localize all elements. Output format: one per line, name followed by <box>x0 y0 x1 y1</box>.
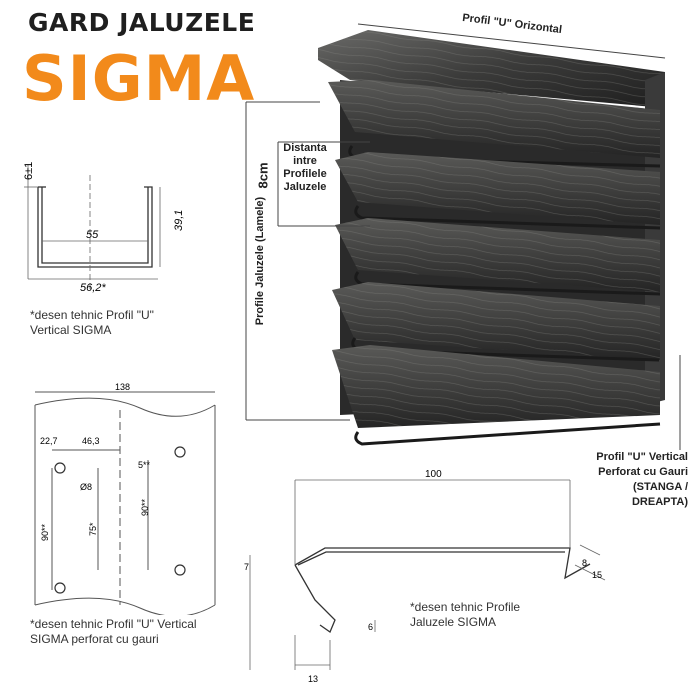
title-line-1: GARD JALUZELE <box>28 8 256 37</box>
svg-text:46,3: 46,3 <box>82 436 100 446</box>
distance-label: Distanta intre Profilele Jaluzele <box>283 142 327 193</box>
distance-value: 8cm <box>255 162 271 189</box>
caption-slat: *desen tehnic Profile Jaluzele SIGMA <box>410 600 521 629</box>
svg-text:6: 6 <box>368 622 373 632</box>
mounting-holes <box>54 446 186 594</box>
fence-illustration <box>245 23 681 450</box>
svg-text:39,1: 39,1 <box>173 210 185 231</box>
svg-text:90**: 90** <box>40 523 50 541</box>
svg-text:7: 7 <box>244 562 249 572</box>
u-profile-drawing: 6±1 55 39,1 56,2* <box>23 162 185 294</box>
svg-text:56,2*: 56,2* <box>80 282 106 294</box>
svg-text:6±1: 6±1 <box>23 162 35 180</box>
slats <box>328 80 661 446</box>
svg-text:5**: 5** <box>138 460 151 470</box>
svg-text:90**: 90** <box>140 498 150 516</box>
side-profile-label: Profile Jaluzele (Lamele) <box>254 196 266 326</box>
slat-profile-drawing: 100 8 15 6 13 7 <box>244 470 606 684</box>
caption-u-perforated: *desen tehnic Profil "U" Vertical SIGMA … <box>30 617 197 646</box>
caption-u-vertical: *desen tehnic Profil "U" Vertical SIGMA <box>30 308 154 337</box>
svg-text:13: 13 <box>308 674 318 684</box>
svg-text:Ø8: Ø8 <box>80 482 92 492</box>
svg-text:138: 138 <box>115 382 130 392</box>
svg-text:22,7: 22,7 <box>40 436 58 446</box>
svg-text:15: 15 <box>592 570 602 580</box>
svg-text:75*: 75* <box>88 522 98 536</box>
title-line-2: SIGMA <box>22 42 256 115</box>
svg-text:8: 8 <box>582 558 587 568</box>
svg-text:100: 100 <box>425 470 442 480</box>
perforated-profile-drawing: 138 22,7 46,3 Ø8 5** 75* 90** 90** <box>34 382 216 615</box>
svg-text:55: 55 <box>86 229 99 241</box>
right-profile-label: Profil "U" Vertical Perforat cu Gauri (S… <box>596 451 688 508</box>
